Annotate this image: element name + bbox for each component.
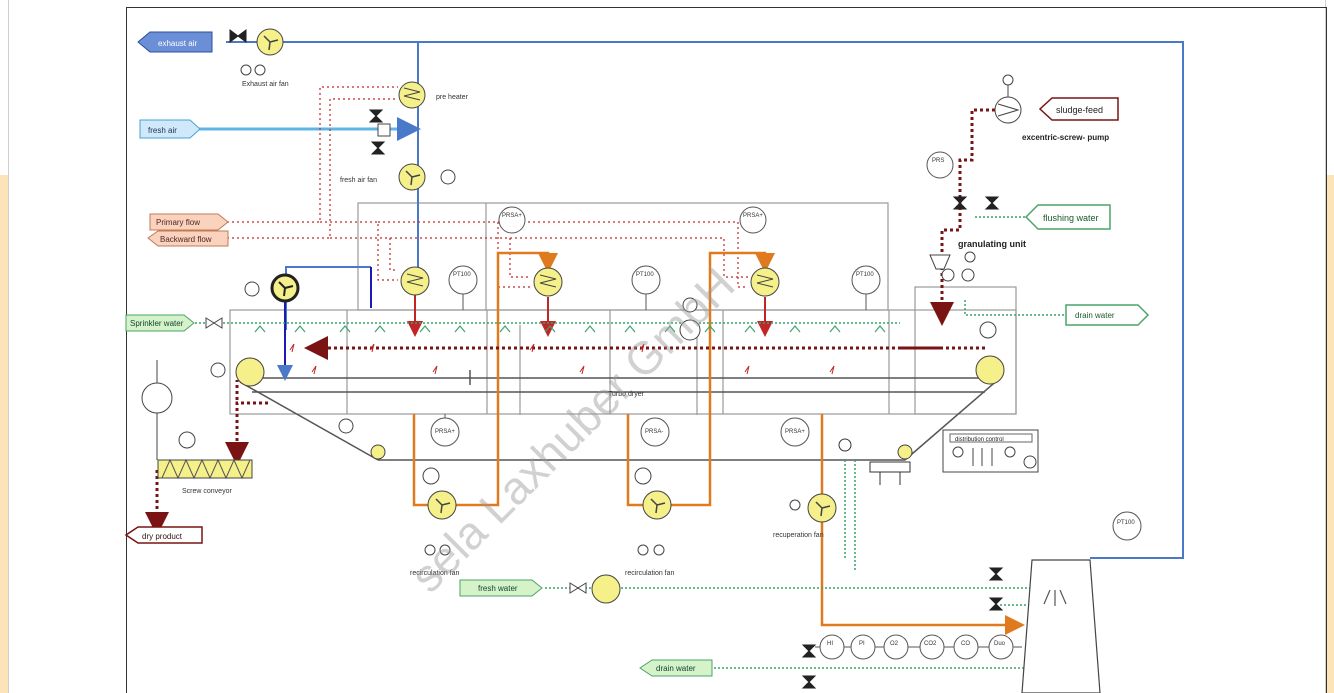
left-margin-band bbox=[0, 175, 8, 693]
sludge-feed-label: sludge-feed bbox=[1056, 105, 1103, 115]
flushing-water-label: flushing water bbox=[1043, 213, 1099, 223]
arrow-tag-fresh-water: fresh water bbox=[459, 579, 543, 597]
analyzer-hi: HI bbox=[827, 641, 833, 647]
granulating-unit-icon bbox=[929, 254, 975, 282]
dry-product-label: dry product bbox=[142, 532, 183, 541]
prsa-tag-2: PRSA+ bbox=[743, 213, 763, 219]
analyzer-o2: O2 bbox=[890, 641, 899, 647]
heater-icon-3 bbox=[750, 267, 780, 297]
pump-icon bbox=[591, 574, 621, 604]
exhaust-air-fan-icon bbox=[256, 28, 284, 56]
arrow-tag-drain-water-bottom: drain water bbox=[639, 659, 713, 677]
pre-heater-label: pre heater bbox=[436, 94, 469, 101]
instrument-gauges bbox=[430, 151, 1142, 541]
sprinkler-water-label: Sprinkler water bbox=[130, 319, 184, 328]
excentric-screw-pump-label: excentric-screw- pump bbox=[1022, 133, 1109, 142]
valve-icons bbox=[229, 29, 1004, 689]
prsa-tag-3: PRSA+ bbox=[435, 429, 455, 435]
recirculation-lines bbox=[412, 251, 1025, 635]
fresh-water-label: fresh water bbox=[478, 584, 518, 593]
backward-flow-label: Backward flow bbox=[160, 235, 212, 244]
water-lines bbox=[195, 216, 1070, 669]
heat-marks bbox=[289, 343, 835, 375]
arrow-tag-drain-water-right: drain water bbox=[1065, 304, 1150, 326]
arrow-tag-dry-product: dry product bbox=[124, 526, 203, 544]
control-valve-station bbox=[838, 438, 911, 485]
screw-conveyor-label: Screw conveyor bbox=[182, 488, 232, 495]
circulation-fan-icon bbox=[270, 273, 300, 303]
screw-conveyor-icon bbox=[157, 458, 253, 480]
heater-icon-2 bbox=[533, 267, 563, 297]
collector-tank bbox=[141, 360, 173, 460]
sprinkler-nozzles bbox=[254, 325, 886, 333]
granulating-unit-label: granulating unit bbox=[958, 239, 1026, 249]
pt100-tag-2: PT100 bbox=[636, 272, 654, 278]
drain-water-bottom-label: drain water bbox=[656, 664, 696, 673]
analyzer-co2: CO2 bbox=[924, 641, 937, 647]
prsa-tag-5: PRSA+ bbox=[785, 429, 805, 435]
analyzer-co: CO bbox=[961, 641, 970, 647]
arrow-tag-sprinkler-water: Sprinkler water bbox=[125, 314, 195, 332]
drain-water-right-label: drain water bbox=[1075, 311, 1115, 320]
drive-roller-icons bbox=[235, 355, 1005, 460]
analyzer-labels: HI PI O2 CO2 CO Duo bbox=[827, 641, 1006, 647]
prsa-tag-1: PRSA+ bbox=[502, 213, 522, 219]
fresh-air-fan-label: fresh air fan bbox=[340, 177, 377, 184]
diagram-frame bbox=[126, 7, 1327, 693]
heater-icon-1 bbox=[400, 266, 430, 296]
recirculation-fan-2-label: recirculation fan bbox=[625, 570, 675, 577]
heating-medium-dotted bbox=[227, 86, 748, 288]
scrubber-tank bbox=[1021, 559, 1101, 693]
analyzer-duo: Duo bbox=[994, 641, 1006, 647]
fan-wheel-icon bbox=[679, 297, 701, 341]
recuperation-fan-label: recuperation fan bbox=[773, 532, 824, 539]
analyzer-pi: PI bbox=[859, 641, 865, 647]
right-margin-band bbox=[1326, 175, 1334, 693]
distribution-control-label: distribution control bbox=[955, 437, 1004, 443]
pt100-tag-4: PT100 bbox=[1117, 520, 1135, 526]
heating-lines bbox=[407, 295, 773, 337]
arrow-tag-fresh-air: fresh air bbox=[139, 119, 201, 139]
recirculation-fan-2-icon bbox=[642, 490, 672, 520]
pre-heater-icon bbox=[398, 81, 426, 109]
analyzer-row bbox=[815, 634, 1022, 660]
arrow-tag-exhaust-air: exhaust air bbox=[137, 31, 213, 53]
exhaust-air-label: exhaust air bbox=[158, 39, 197, 48]
conveyor-belt bbox=[239, 370, 1001, 461]
turbo-dryer-label: Turbo dryer bbox=[608, 391, 645, 398]
motor-icons bbox=[178, 64, 997, 556]
recirculation-fan-1-icon bbox=[427, 490, 457, 520]
recirculation-fan-1-label: recirculation fan bbox=[410, 570, 460, 577]
fresh-air-fan-icon bbox=[398, 163, 426, 191]
gauge-tags: PT100 PT100 PT100 PRSA+ PRSA+ PRS PRSA+ … bbox=[435, 158, 1135, 526]
distribution-control-panel: distribution control bbox=[942, 429, 1039, 473]
pt100-tag-1: PT100 bbox=[453, 272, 471, 278]
excentric-screw-pump-icon bbox=[994, 74, 1022, 124]
arrow-tag-backward-flow: Backward flow bbox=[147, 230, 229, 247]
arrow-tag-sludge-feed: sludge-feed bbox=[1038, 97, 1119, 121]
arrow-tag-primary-flow: Primary flow bbox=[149, 213, 229, 231]
dryer-housing bbox=[229, 202, 1017, 415]
fresh-air-label: fresh air bbox=[148, 126, 177, 135]
check-valve-icons bbox=[205, 123, 587, 594]
sludge-lines bbox=[145, 108, 995, 536]
primary-flow-label: Primary flow bbox=[156, 218, 200, 227]
prs-tag: PRS bbox=[932, 158, 944, 164]
exhaust-air-fan-label: Exhaust air fan bbox=[242, 81, 289, 88]
page-frame bbox=[8, 0, 1326, 693]
prsa-tag-4: PRSA- bbox=[645, 429, 663, 435]
recuperation-fan-icon bbox=[807, 493, 837, 523]
arrow-tag-flushing-water: flushing water bbox=[1024, 204, 1111, 230]
pt100-tag-3: PT100 bbox=[856, 272, 874, 278]
